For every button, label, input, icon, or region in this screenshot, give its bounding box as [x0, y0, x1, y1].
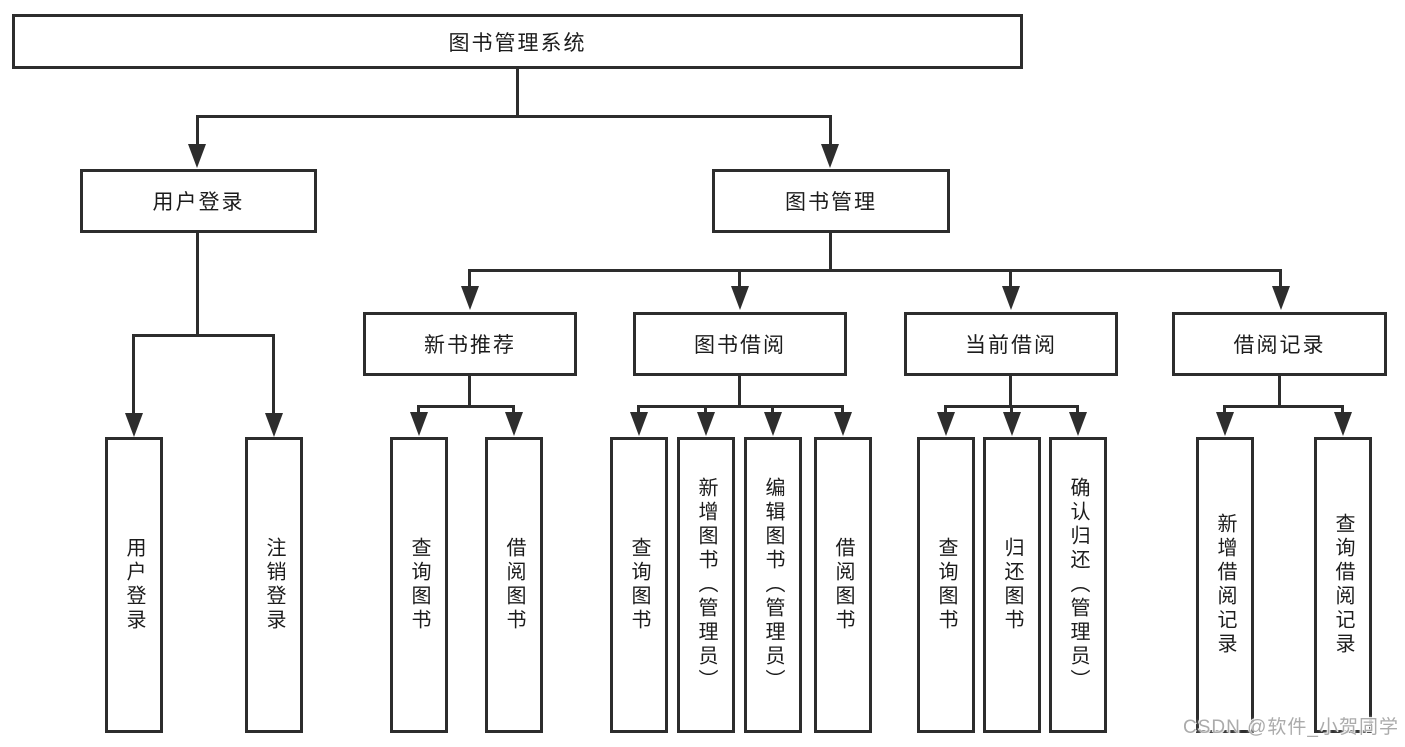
node-book-borrow: 图书借阅 — [633, 312, 847, 376]
connector-groupA-arrow1-shaft — [417, 405, 420, 417]
node-new-book-recommend: 新书推荐 — [363, 312, 577, 376]
node-book-management: 图书管理 — [712, 169, 950, 233]
connector-groupB-arrow2-shaft — [704, 405, 707, 417]
connector-user-login-stem — [196, 232, 199, 337]
arrowhead-groupC-3 — [1069, 412, 1087, 436]
arrowhead-leaf-logout — [265, 413, 283, 437]
leaf-add-book-admin: 新增图书（管理员） — [677, 437, 735, 733]
leaf-query-borrow-record: 查询借阅记录 — [1314, 437, 1372, 733]
leaf-user-login: 用户登录 — [105, 437, 163, 733]
connector-level2-bar — [196, 115, 832, 118]
connector-groupA-stem — [468, 374, 471, 408]
node-library-management-system: 图书管理系统 — [12, 14, 1023, 69]
arrowhead-groupD-1 — [1216, 412, 1234, 436]
arrowhead-groupB-1 — [630, 412, 648, 436]
arrowhead-leaf-login — [125, 413, 143, 437]
connector-arrow-book-mgmt-shaft — [829, 115, 832, 148]
leaf-return-book: 归还图书 — [983, 437, 1041, 733]
node-user-login: 用户登录 — [80, 169, 317, 233]
connector-groupB-stem — [738, 374, 741, 408]
connector-arrow-borrow-record-shaft — [1279, 269, 1282, 287]
node-current-borrow: 当前借阅 — [904, 312, 1118, 376]
connector-groupD-arrow1-shaft — [1223, 405, 1226, 417]
node-borrow-records: 借阅记录 — [1172, 312, 1387, 376]
connector-groupD-stem — [1278, 374, 1281, 408]
connector-groupB-arrow3-shaft — [771, 405, 774, 417]
leaf-query-books-borrow: 查询图书 — [610, 437, 668, 733]
arrowhead-groupB-3 — [764, 412, 782, 436]
connector-groupC-arrow1-shaft — [944, 405, 947, 417]
connector-groupC-stem — [1009, 374, 1012, 408]
arrowhead-user-login — [188, 144, 206, 168]
connector-groupB-arrow4-shaft — [841, 405, 844, 417]
arrowhead-groupB-4 — [834, 412, 852, 436]
arrowhead-book-mgmt — [821, 144, 839, 168]
connector-groupD-bar — [1223, 405, 1344, 408]
arrowhead-groupC-1 — [937, 412, 955, 436]
connector-arrow-book-borrow-shaft — [738, 269, 741, 287]
connector-arrow-leaf-logout-shaft — [272, 334, 275, 413]
watermark: CSDN @软件_小贺同学 — [1183, 717, 1399, 738]
connector-groupA-bar — [417, 405, 515, 408]
connector-groupD-arrow2-shaft — [1341, 405, 1344, 417]
arrowhead-groupC-2 — [1003, 412, 1021, 436]
leaf-add-borrow-record: 新增借阅记录 — [1196, 437, 1254, 733]
connector-groupB-arrow1-shaft — [637, 405, 640, 417]
leaf-query-books-current: 查询图书 — [917, 437, 975, 733]
connector-book-mgmt-stem — [829, 232, 832, 272]
connector-level3-bar — [468, 269, 1282, 272]
arrowhead-groupA-1 — [410, 412, 428, 436]
leaf-borrow-books: 借阅图书 — [814, 437, 872, 733]
connector-arrow-current-borrow-shaft — [1009, 269, 1012, 287]
connector-groupC-arrow2-shaft — [1010, 405, 1013, 417]
connector-arrow-user-login-shaft — [196, 115, 199, 148]
leaf-query-books-recommend: 查询图书 — [390, 437, 448, 733]
connector-arrow-new-book-shaft — [468, 269, 471, 287]
connector-arrow-leaf-login-shaft — [132, 334, 135, 413]
connector-groupB-bar — [637, 405, 844, 408]
connector-groupA-arrow2-shaft — [512, 405, 515, 417]
arrowhead-groupD-2 — [1334, 412, 1352, 436]
arrowhead-book-borrow — [731, 286, 749, 310]
arrowhead-borrow-record — [1272, 286, 1290, 310]
connector-user-login-bar — [132, 334, 275, 337]
leaf-confirm-return-admin: 确认归还（管理员） — [1049, 437, 1107, 733]
connector-root-stem — [516, 67, 519, 116]
leaf-logout: 注销登录 — [245, 437, 303, 733]
arrowhead-groupB-2 — [697, 412, 715, 436]
arrowhead-groupA-2 — [505, 412, 523, 436]
leaf-borrow-books-recommend: 借阅图书 — [485, 437, 543, 733]
connector-groupC-arrow3-shaft — [1076, 405, 1079, 417]
leaf-edit-book-admin: 编辑图书（管理员） — [744, 437, 802, 733]
arrowhead-new-book-recommend — [461, 286, 479, 310]
arrowhead-current-borrow — [1002, 286, 1020, 310]
